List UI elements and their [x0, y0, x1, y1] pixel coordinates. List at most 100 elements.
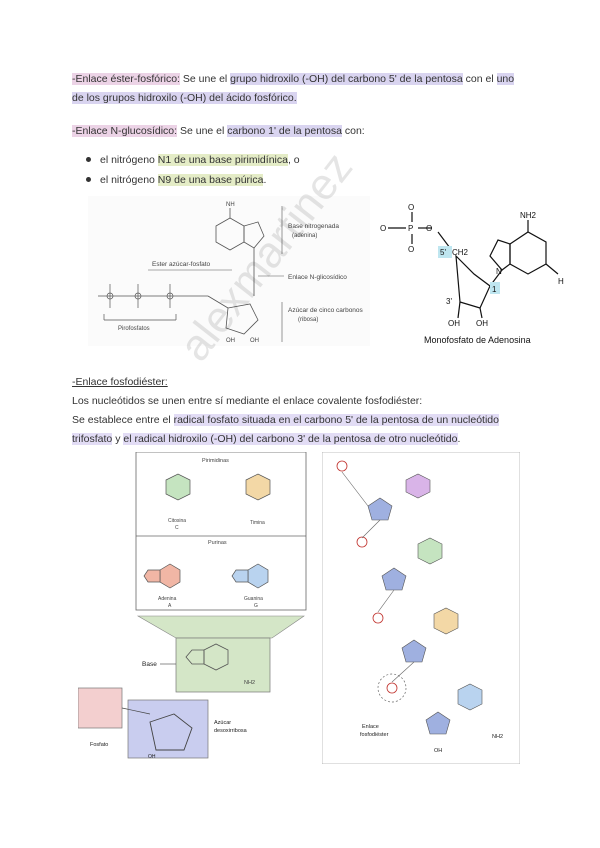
adenine-abbr: A: [168, 603, 172, 609]
o-label: O: [408, 203, 414, 212]
phosphate-chain: [98, 284, 208, 321]
o-label: O: [408, 245, 414, 254]
list-item: el nitrógeno N9 de una base púrica.: [86, 170, 300, 190]
list-item-pre: el nitrógeno: [100, 154, 158, 166]
list-item-post: , o: [287, 154, 300, 166]
nh2-label: NH2: [244, 680, 255, 686]
nucleotide-2: [356, 519, 443, 591]
sugar-sub: (ribosa): [298, 317, 318, 323]
oh-label: OH: [476, 319, 488, 328]
list-item-highlight: N9 de una base púrica: [157, 174, 264, 186]
pyro-label: Pirofosfatos: [118, 326, 150, 332]
bullet-icon: [86, 177, 91, 182]
glucosidico-text-2: con:: [341, 125, 365, 137]
glucosidico-paragraph: -Enlace N-glucosídico: Se une el carbono…: [72, 122, 532, 141]
nucleotide-1: [336, 460, 431, 521]
desoxirribosa-label: desoxirribosa: [214, 728, 248, 734]
thymine-label: Timina: [250, 520, 265, 526]
ester-highlight-1: grupo hidroxilo (-OH) del carbono 5' de …: [230, 73, 463, 85]
base-label: Base nitrogenada: [288, 223, 339, 230]
list-item-highlight: N1 de una base pirimidínica: [157, 154, 288, 166]
ester-highlight-2a: uno: [496, 73, 515, 85]
guanine-abbr: G: [254, 603, 258, 609]
base-label: Base: [142, 661, 157, 668]
bullet-icon: [86, 157, 91, 162]
o-label: O: [426, 224, 432, 233]
strand-frame: [322, 452, 520, 764]
cytosine-label: Citosina: [168, 518, 186, 524]
guanine-ring-2: [231, 569, 249, 583]
list-item-post: .: [263, 174, 267, 186]
base-sub: (adenina): [292, 233, 317, 239]
ester-text-2: con el: [462, 73, 497, 85]
c1-highlight: [490, 282, 500, 294]
thymine-ring: [245, 473, 271, 501]
o-label: O: [380, 224, 386, 233]
ester-text-1: Se une el: [179, 73, 231, 85]
nh2-label: NH2: [492, 734, 503, 740]
guanine-label: Guanina: [244, 596, 263, 602]
purines-label: Purinas: [208, 540, 227, 546]
pyrimidines-label: Pirimidinas: [202, 458, 229, 464]
fosfodiester-text-2: y: [112, 433, 124, 445]
ch2-label: CH2: [452, 248, 469, 257]
fosfodiester-highlight-2: el radical hidroxilo (-OH) del carbono 3…: [123, 433, 458, 445]
dna-strand-diagram: Enlace fosfodiéster OH NH2: [322, 452, 520, 764]
oh-label: OH: [434, 748, 442, 754]
fosfodiester-text-1: Se establece entre el: [72, 414, 174, 426]
c5-highlight: [438, 246, 452, 258]
nucleotide-4: [377, 661, 483, 735]
oh-label-2: OH: [250, 338, 259, 344]
cytosine-ring: [165, 473, 191, 501]
connector: [136, 615, 305, 639]
sugar-box: [127, 699, 209, 759]
fosfodiester-line1: Los nucleótidos se unen entre sí mediant…: [72, 395, 423, 407]
glucosidico-list: el nitrógeno N1 de una base pirimidínica…: [86, 150, 300, 190]
fosfodiester-highlight-1b: trifosfato: [72, 433, 113, 445]
glucosidico-text-1: Se une el: [177, 125, 228, 137]
list-item-pre: el nitrógeno: [100, 174, 158, 186]
ribose-structure: [207, 295, 259, 335]
amp-diagram: O O P O O 5' CH2 3' 1 NH2 H N OH OH Mono…: [380, 203, 564, 345]
enlace-label: Enlace: [362, 724, 379, 730]
phosphate-box: [78, 687, 123, 729]
ester-paragraph: -Enlace éster-fosfórico: Se une el grupo…: [72, 70, 532, 108]
glucosidico-highlight: carbono 1' de la pentosa: [227, 125, 342, 137]
h-label: H: [558, 277, 564, 286]
c5-label: 5': [440, 248, 446, 257]
glic-label: Enlace N-glicosídico: [288, 274, 347, 281]
nucleotide-diagram: Pirimidinas Purinas Citosina C Timina Ad…: [78, 452, 307, 760]
bond: [121, 707, 151, 715]
nucleotide-3: [372, 589, 459, 663]
fosfodiester-highlight-1a: radical fosfato situada en el carbono 5'…: [173, 414, 499, 426]
fosfodiester-text-3: .: [457, 433, 461, 445]
guanine-structure-2: [185, 649, 205, 665]
n-label: N: [496, 267, 502, 276]
c3-label: 3': [446, 297, 452, 306]
nh2-label: NH2: [520, 211, 537, 220]
ester-diagram-label: Ester azúcar-fosfato: [152, 261, 211, 268]
diagram-background: [88, 196, 370, 346]
bases-box: [135, 452, 307, 611]
cytosine-abbr: C: [175, 525, 179, 531]
base-box: [175, 637, 271, 693]
ester-label: -Enlace éster-fosfórico:: [72, 73, 180, 85]
oh-label: OH: [448, 319, 460, 328]
sugar-label: Azúcar de cinco carbonos: [288, 307, 364, 314]
fosfodiester-paragraph: -Enlace fosfodiéster: Los nucleótidos se…: [72, 373, 532, 449]
list-item: el nitrógeno N1 de una base pirimidínica…: [86, 150, 300, 170]
p-label: P: [408, 224, 413, 233]
adenine-structure: [215, 208, 265, 258]
fosfodiester-label: -Enlace fosfodiéster:: [72, 376, 168, 388]
oh-label: OH: [148, 754, 156, 760]
atp-diagram: NH Base nitrogenada (adenina) Enlace N-g…: [88, 196, 370, 346]
amp-bonds: [388, 212, 559, 319]
amp-caption: Monofosfato de Adenosina: [424, 335, 531, 345]
fosfodiester-label-diagram: fosfodiéster: [360, 732, 389, 738]
adenine-ring-2: [143, 569, 161, 583]
azucar-label: Azúcar: [214, 720, 231, 726]
oh-label-1: OH: [226, 338, 235, 344]
nh2-label: NH: [226, 202, 235, 208]
sugar-ring: [149, 713, 193, 751]
